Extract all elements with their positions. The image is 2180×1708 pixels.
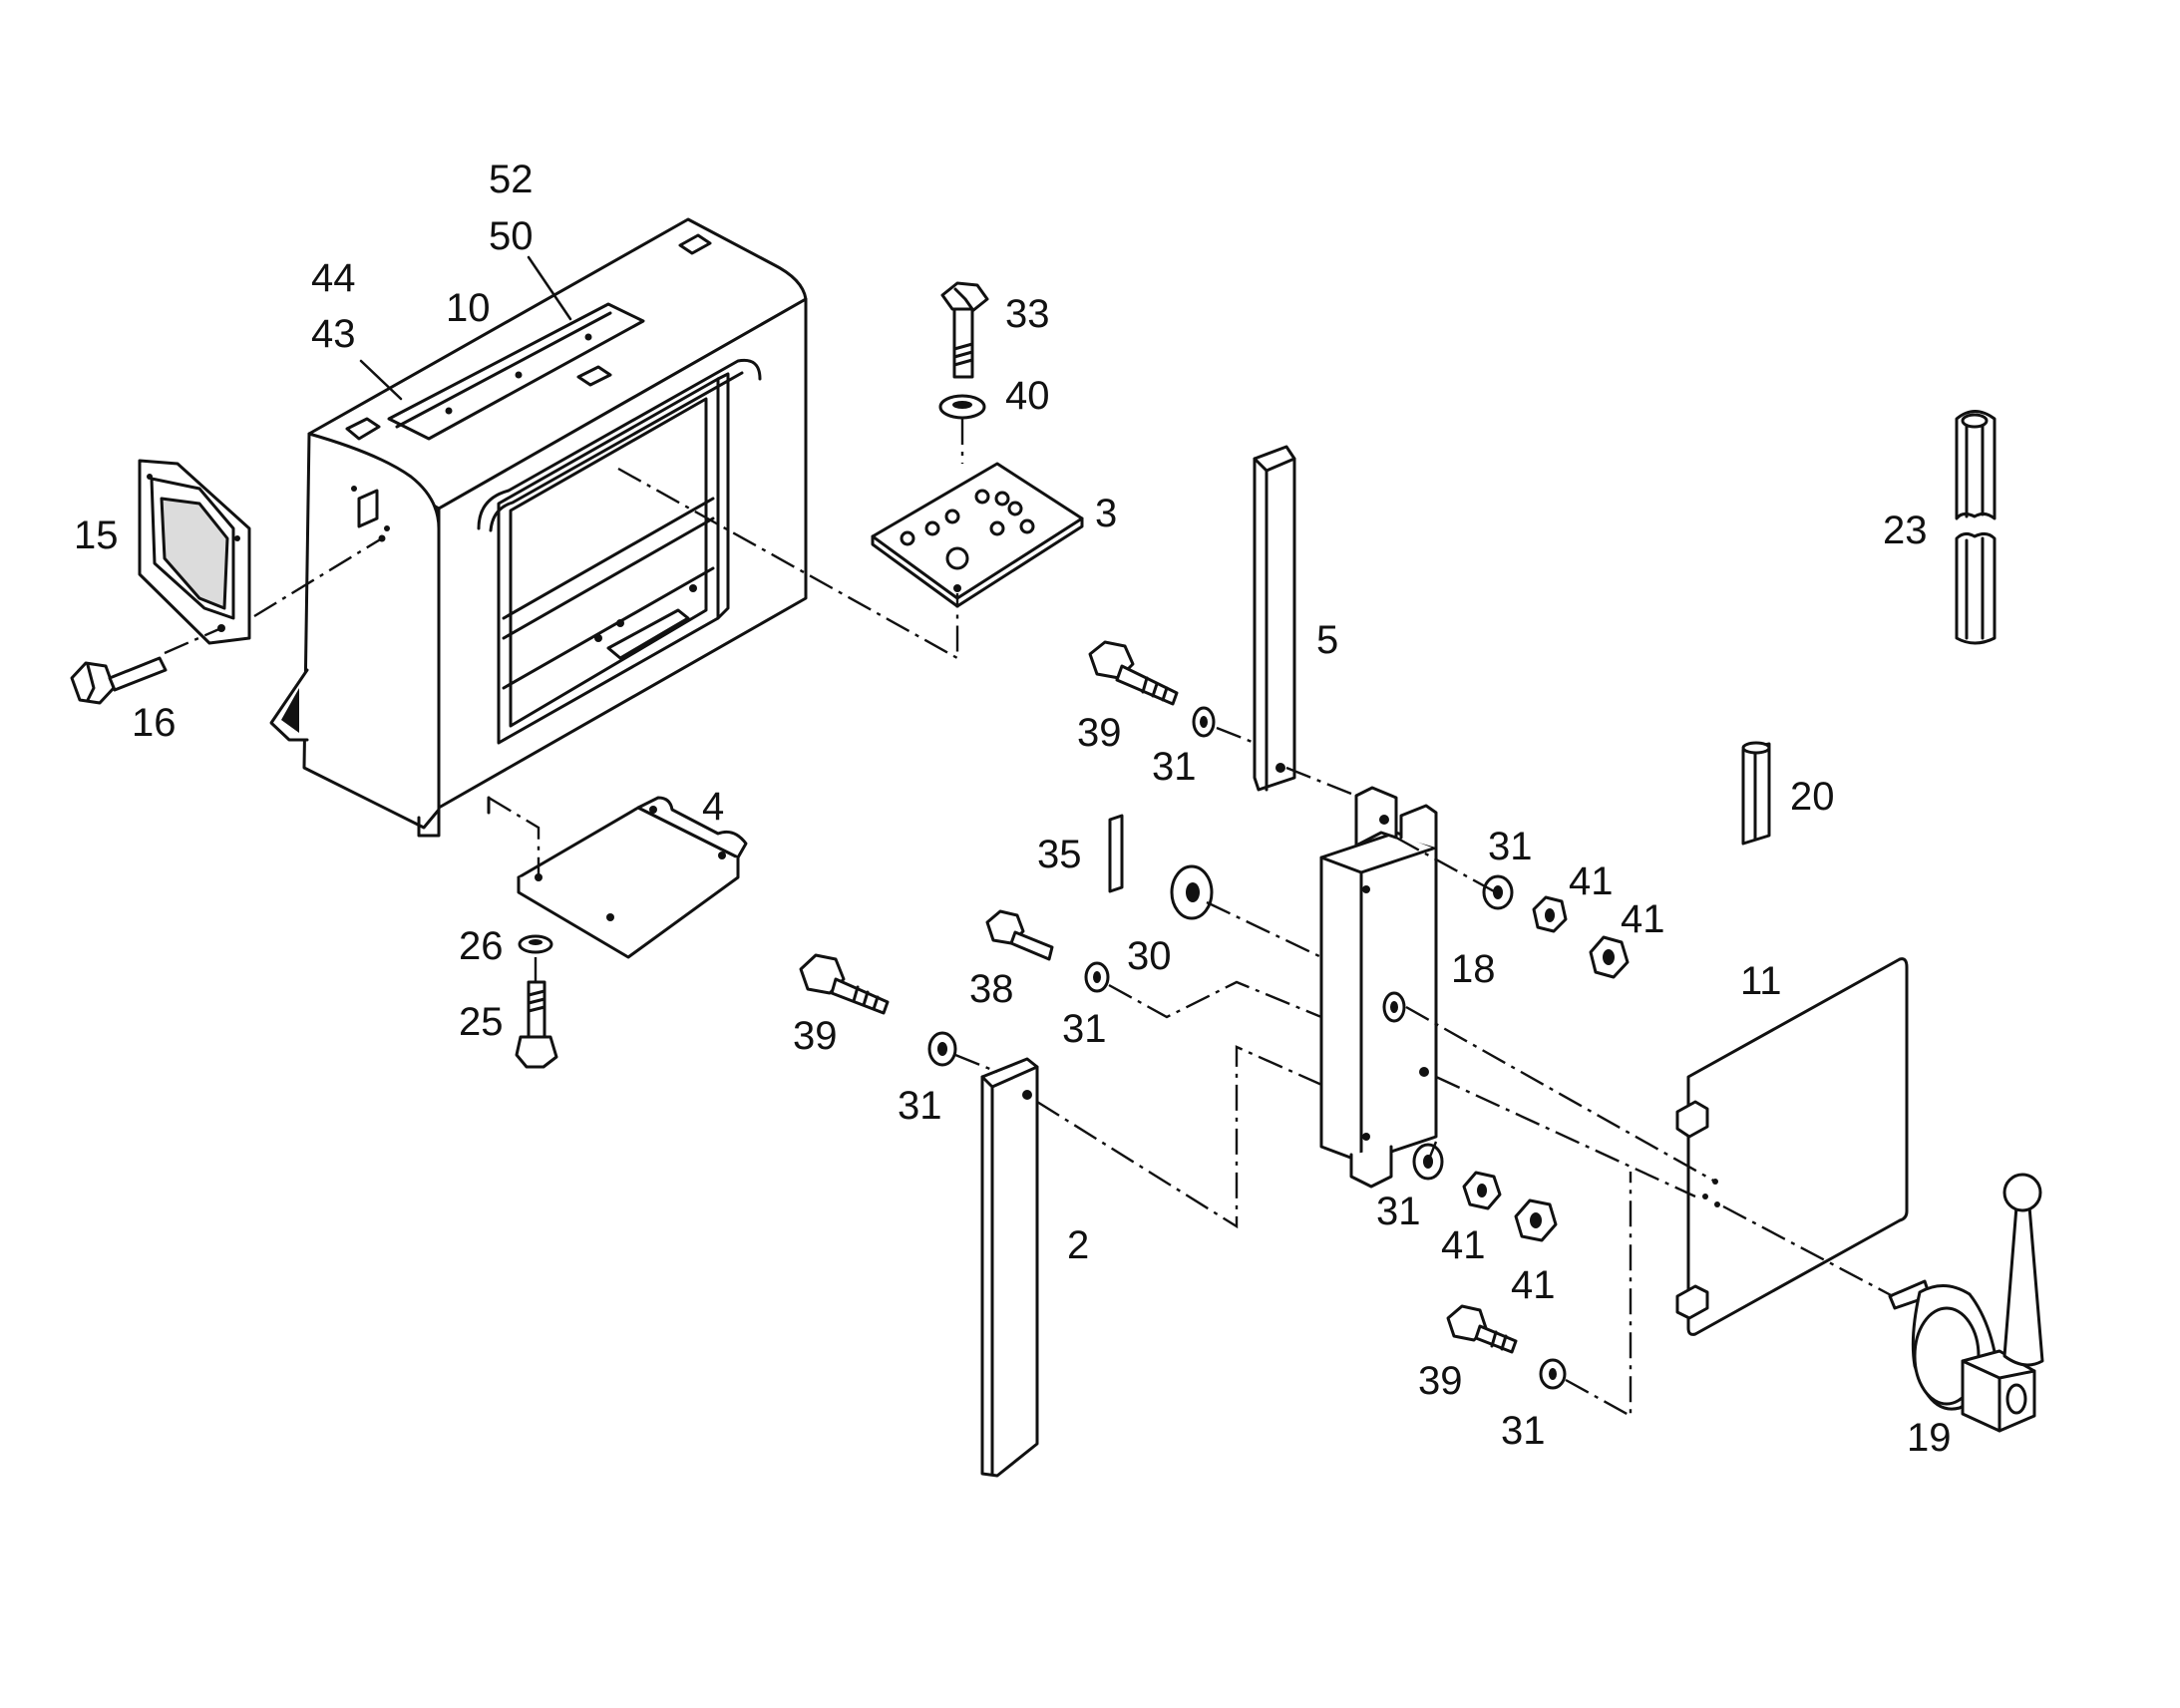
washer-part-30 — [1170, 864, 1214, 920]
label-part-16: 16 — [132, 701, 177, 745]
label-part-31-c: 31 — [1062, 1007, 1107, 1051]
label-part-39-middle: 39 — [793, 1014, 838, 1058]
block-part-18 — [1319, 786, 1438, 1189]
washer-part-31-b — [1482, 874, 1514, 910]
label-part-19: 19 — [1907, 1416, 1952, 1460]
washer-part-31-f — [1539, 1358, 1567, 1390]
label-part-3: 3 — [1095, 492, 1117, 535]
label-part-40: 40 — [1005, 374, 1050, 418]
nut-part-41-a — [1532, 895, 1568, 933]
bolt-part-39-middle — [799, 953, 890, 1015]
pin-part-20 — [1741, 741, 1771, 846]
label-part-31-e: 31 — [1376, 1190, 1421, 1233]
label-part-41-c: 41 — [1441, 1223, 1486, 1267]
bolt-part-33 — [940, 281, 989, 379]
housing-part-10 — [269, 217, 808, 838]
bolt-part-38 — [985, 909, 1054, 961]
label-part-39-upper: 39 — [1077, 711, 1122, 755]
label-part-35: 35 — [1037, 833, 1082, 876]
washer-part-31-d — [927, 1031, 957, 1067]
bar-part-5 — [1253, 445, 1296, 792]
washer-part-26 — [518, 934, 553, 954]
shaft-part-23 — [1955, 410, 1997, 645]
label-part-41-b: 41 — [1621, 897, 1665, 941]
label-part-44: 44 — [311, 256, 356, 300]
label-part-5: 5 — [1316, 618, 1338, 662]
label-part-26: 26 — [459, 924, 504, 968]
bar-part-2 — [980, 1057, 1039, 1478]
label-part-31-b: 31 — [1488, 825, 1533, 868]
plate-part-3 — [871, 462, 1084, 608]
label-part-31-a: 31 — [1152, 745, 1197, 789]
label-part-11: 11 — [1740, 959, 1782, 1003]
bolt-part-16 — [70, 656, 168, 705]
label-part-52: 52 — [489, 158, 534, 201]
leader-lines — [359, 255, 572, 401]
label-part-41-a: 41 — [1569, 859, 1614, 903]
label-part-10: 10 — [446, 286, 491, 330]
label-part-31-f: 31 — [1501, 1409, 1546, 1453]
nut-part-41-b — [1589, 935, 1630, 979]
label-part-39-lower: 39 — [1418, 1359, 1463, 1403]
nut-part-41-c — [1462, 1171, 1502, 1210]
bolt-part-39-lower — [1446, 1304, 1518, 1354]
washer-part-31-a — [1192, 706, 1216, 738]
handle-part-19 — [1888, 1173, 2044, 1433]
label-part-50: 50 — [489, 214, 534, 258]
label-part-41-d: 41 — [1511, 1263, 1556, 1307]
assembly-lines — [164, 419, 1894, 1419]
bracket-part-4 — [517, 796, 748, 959]
label-part-2: 2 — [1067, 1223, 1089, 1267]
cover-plate-part-11 — [1675, 957, 1909, 1336]
label-part-43: 43 — [311, 312, 356, 356]
label-part-31-d: 31 — [898, 1084, 942, 1128]
bolt-part-25 — [515, 980, 558, 1069]
bolt-part-39-upper — [1088, 640, 1179, 706]
label-part-20: 20 — [1790, 775, 1835, 819]
label-part-25: 25 — [459, 1000, 504, 1044]
label-part-4: 4 — [702, 785, 724, 829]
nut-part-41-d — [1514, 1198, 1558, 1242]
key-part-35 — [1108, 814, 1124, 893]
label-part-23: 23 — [1883, 509, 1928, 552]
label-part-38: 38 — [969, 967, 1014, 1011]
switch-plate-part-15 — [138, 459, 251, 645]
label-part-15: 15 — [74, 513, 119, 557]
label-part-33: 33 — [1005, 292, 1050, 336]
washer-part-31-c — [1084, 961, 1110, 993]
label-part-30: 30 — [1127, 934, 1172, 978]
washer-part-40 — [938, 394, 986, 420]
label-part-18: 18 — [1451, 947, 1496, 991]
part-labels: 52 50 44 10 43 33 40 3 15 16 5 23 39 31 … — [74, 158, 1952, 1460]
